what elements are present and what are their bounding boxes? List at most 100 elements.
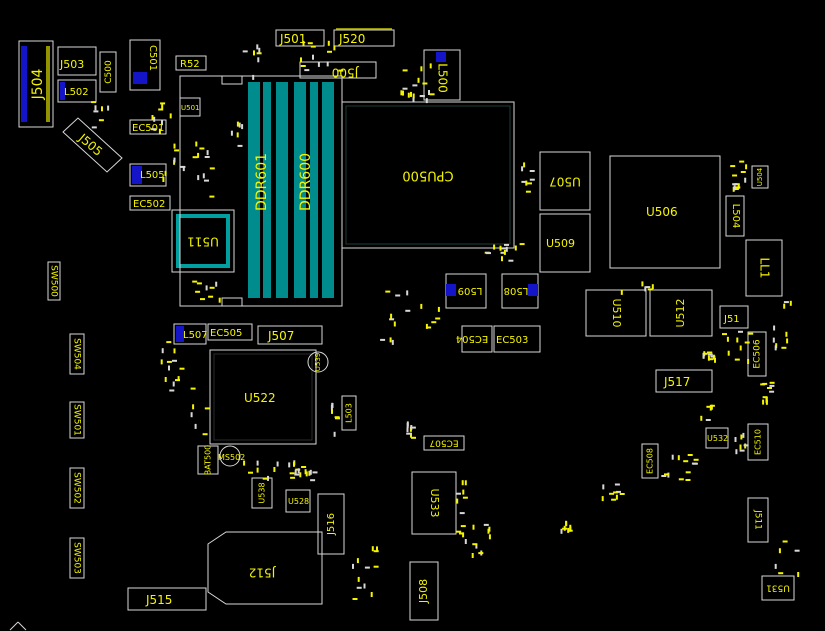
smd-pad <box>739 444 742 450</box>
chip-u522[interactable]: U522 <box>209 349 317 445</box>
inductor-l507[interactable]: L507 <box>173 323 208 345</box>
smd-pad <box>389 318 395 321</box>
chip-u507[interactable]: U507 <box>539 151 591 211</box>
u507-label: U507 <box>549 175 581 189</box>
smd-pad <box>327 50 332 53</box>
connector-j51[interactable]: J51 <box>719 305 749 329</box>
ddr-slot-ddr601[interactable]: DDR601 <box>248 82 288 298</box>
smd-pad <box>707 355 710 361</box>
smd-pad <box>300 57 302 63</box>
inductor-l502[interactable]: L502 <box>57 79 97 103</box>
l505-label: L505 <box>140 170 165 181</box>
smd-pad <box>692 462 698 465</box>
chip-cpu500[interactable]: CPU500 <box>341 101 515 249</box>
switch-sw501[interactable]: SW501 <box>69 401 85 439</box>
u533-label: U533 <box>428 488 441 517</box>
smd-pad <box>514 245 517 251</box>
switch-sw503[interactable]: SW503 <box>69 537 85 579</box>
connector-j520[interactable]: J520 <box>333 28 395 47</box>
connector-j516[interactable]: J516 <box>317 493 345 555</box>
smd-pad <box>297 468 300 474</box>
connector-j503[interactable]: J503 <box>57 46 97 76</box>
capacitor-ec508[interactable]: EC508 <box>641 443 659 479</box>
chip-u531[interactable]: U531 <box>761 575 795 601</box>
chip-u510[interactable]: U510 <box>585 289 647 337</box>
inductor-l503[interactable]: L503 <box>341 395 357 431</box>
l502-label: L502 <box>64 87 89 98</box>
ec506-label: EC506 <box>753 339 763 368</box>
ddr-slot-ddr600[interactable]: DDR600 <box>294 82 334 298</box>
inductor-l509[interactable]: L509 <box>445 273 487 309</box>
smd-pad <box>661 475 667 477</box>
connector-j512[interactable]: J512 <box>207 531 323 605</box>
u510-label: U510 <box>610 298 623 327</box>
capacitor-ec506[interactable]: EC506 <box>747 331 767 377</box>
connector-j507[interactable]: J507 <box>257 325 323 345</box>
bat500-label: BAT500 <box>204 445 213 476</box>
smd-pad <box>208 295 214 298</box>
battery-bat500[interactable]: BAT500 <box>197 445 219 476</box>
capacitor-ec501[interactable]: EC501 <box>129 119 167 135</box>
capacitor-ec507[interactable]: EC507 <box>423 435 465 451</box>
smd-pad <box>164 377 167 382</box>
smd-pad <box>173 157 176 163</box>
inductor-l504[interactable]: L504 <box>725 195 745 237</box>
smd-pad <box>202 173 205 179</box>
smd-pad <box>781 346 787 349</box>
chip-u509[interactable]: U509 <box>539 213 591 273</box>
connector-j501[interactable]: J501 <box>275 29 325 47</box>
smd-pad <box>789 300 792 306</box>
chip-u512[interactable]: U512 <box>649 289 713 337</box>
smd-pad <box>169 389 175 392</box>
u511-label: U511 <box>187 235 219 249</box>
switch-sw500[interactable]: SW500 <box>47 261 61 301</box>
smd-pad <box>380 338 386 341</box>
switch-sw502[interactable]: SW502 <box>69 467 85 509</box>
smd-pad <box>714 357 716 363</box>
connector-j508[interactable]: J508 <box>409 561 439 621</box>
inductor-l508[interactable]: L508 <box>501 273 539 309</box>
connector-j511[interactable]: J511 <box>747 497 769 543</box>
smd-pad <box>204 179 209 182</box>
chip-u528[interactable]: U528 <box>285 489 311 513</box>
smd-pad <box>702 353 705 359</box>
component-c500[interactable]: C500 <box>99 51 117 93</box>
chip-u533[interactable]: U533 <box>411 471 457 535</box>
smd-pad <box>406 427 409 433</box>
smd-pad <box>739 160 745 163</box>
smd-pad <box>230 130 233 136</box>
smd-pad <box>664 473 669 476</box>
smd-pad <box>168 365 170 371</box>
smd-pad <box>462 532 465 538</box>
capacitor-ec504[interactable]: EC504 <box>456 325 493 353</box>
chip-u506[interactable]: U506 <box>609 155 721 269</box>
smd-pad <box>783 301 789 304</box>
chip-u532[interactable]: U532 <box>705 427 729 449</box>
smd-pad <box>307 42 313 45</box>
connector-j515[interactable]: J515 <box>127 587 207 611</box>
connector-j500[interactable]: J500 <box>299 61 377 80</box>
sw501-label: SW501 <box>72 404 82 436</box>
capacitor-ec505[interactable]: EC505 <box>207 323 253 341</box>
smd-pad <box>209 286 215 289</box>
smd-pad <box>565 521 568 527</box>
chip-u538[interactable]: U538 <box>251 477 273 509</box>
chip-u511[interactable]: U511 <box>171 209 235 273</box>
capacitor-ec502[interactable]: EC502 <box>129 195 171 211</box>
switch-sw504[interactable]: SW504 <box>69 333 85 375</box>
connector-j504[interactable]: J504 <box>18 40 54 128</box>
capacitor-ec503[interactable]: EC503 <box>493 325 541 353</box>
capacitor-ec510[interactable]: EC510 <box>747 423 769 461</box>
smd-pad <box>199 147 205 150</box>
component-c501[interactable]: C501 <box>129 39 161 91</box>
smd-pad <box>651 284 654 290</box>
connector-j517[interactable]: J517 <box>655 369 713 393</box>
inductor-l500[interactable]: L500 <box>423 49 461 101</box>
chip-u504[interactable]: U504 <box>751 165 769 189</box>
inductor-ll1[interactable]: LL1 <box>745 239 783 297</box>
smd-pad <box>169 113 172 119</box>
smd-pad <box>529 170 535 172</box>
smd-pad <box>671 454 674 460</box>
smd-pad <box>194 423 197 429</box>
resistor-r52[interactable]: R52 <box>175 55 207 71</box>
